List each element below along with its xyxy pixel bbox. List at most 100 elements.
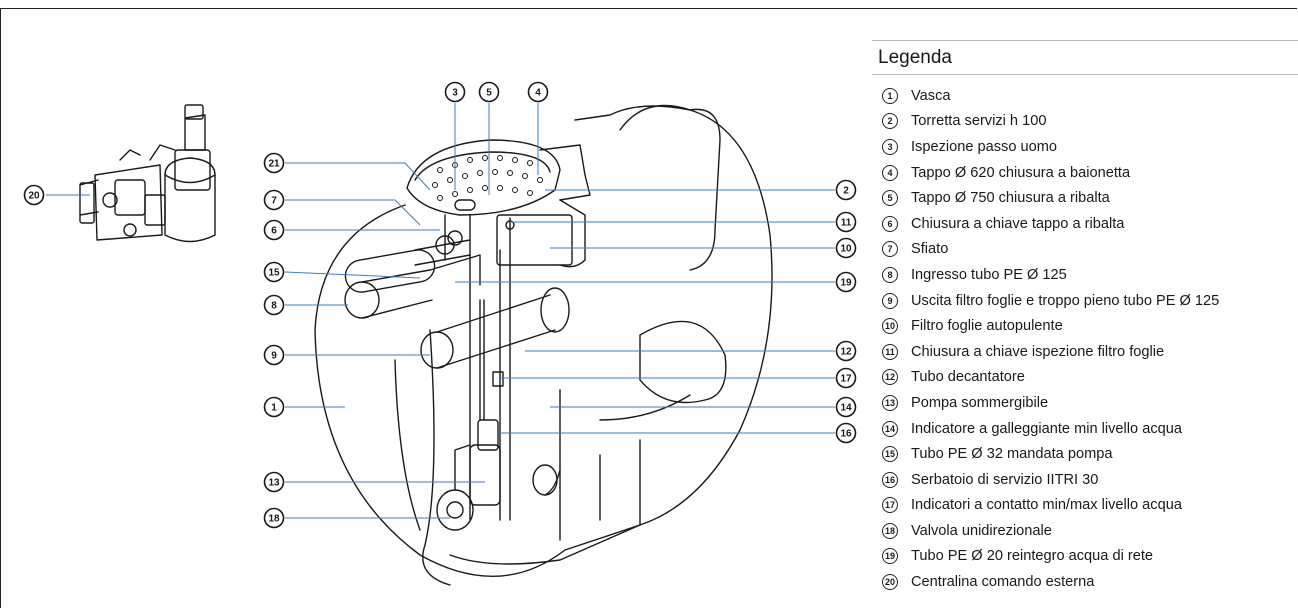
callout-1: 1	[263, 396, 285, 418]
legend-number: 6	[882, 215, 898, 232]
legend-text: Valvola unidirezionale	[911, 522, 1052, 539]
legend-number: 18	[882, 522, 898, 539]
legend-item: 16 Serbatoio di servizio IITRI 30	[872, 467, 1298, 493]
svg-text:14: 14	[840, 403, 852, 414]
callout-15: 15	[263, 261, 285, 283]
callout-12: 12	[835, 340, 857, 362]
legend-text: Indicatori a contatto min/max livello ac…	[911, 497, 1182, 514]
legend-number: 15	[882, 446, 898, 463]
legend-item: 15 Tubo PE Ø 32 mandata pompa	[872, 441, 1298, 467]
callout-21: 21	[263, 152, 285, 174]
legend-number: 10	[882, 318, 898, 335]
svg-text:16: 16	[840, 429, 852, 440]
svg-text:2: 2	[843, 186, 849, 197]
svg-text:19: 19	[840, 278, 852, 289]
callout-2: 2	[835, 179, 857, 201]
legend-text: Tubo PE Ø 20 reintegro acqua di rete	[911, 548, 1154, 565]
callout-4: 4	[527, 81, 549, 103]
legend-text: Ispezione passo uomo	[911, 138, 1058, 155]
legend-text: Serbatoio di servizio IITRI 30	[911, 471, 1099, 488]
legend-item: 9 Uscita filtro foglie e troppo pieno tub…	[872, 288, 1298, 314]
legend-text: Ingresso tubo PE Ø 125	[911, 266, 1067, 283]
callout-10: 10	[835, 237, 857, 259]
legend-number: 9	[882, 292, 898, 309]
legend-text: Tappo Ø 620 chiusura a baionetta	[911, 164, 1131, 181]
legend-number: 5	[882, 190, 898, 207]
svg-text:10: 10	[840, 244, 852, 255]
callout-8: 8	[263, 294, 285, 316]
page-frame	[0, 8, 1297, 608]
legend-text: Indicatore a galleggiante min livello ac…	[911, 420, 1182, 437]
callout-19: 19	[835, 271, 857, 293]
svg-text:13: 13	[268, 478, 280, 489]
legend-number: 2	[882, 113, 898, 130]
callout-20: 20	[23, 184, 45, 206]
svg-text:17: 17	[840, 374, 852, 385]
leader-lines	[46, 103, 835, 519]
legend-item: 19 Tubo PE Ø 20 reintegro acqua di rete	[872, 544, 1298, 570]
svg-text:11: 11	[841, 218, 852, 229]
legend-item: 8 Ingresso tubo PE Ø 125	[872, 262, 1298, 288]
svg-text:20: 20	[28, 191, 40, 202]
control-unit-drawing	[79, 104, 216, 243]
svg-text:9: 9	[271, 351, 277, 362]
legend-text: Uscita filtro foglie e troppo pieno tubo…	[911, 292, 1220, 309]
callout-7: 7	[263, 189, 285, 211]
callouts: 3 5 4 21 7 6 15 8 9 1 13 18 2 11 10 19 1…	[23, 81, 857, 529]
callout-14: 14	[835, 396, 857, 418]
legend-item: 5 Tappo Ø 750 chiusura a ribalta	[872, 185, 1298, 211]
legend-number: 16	[882, 471, 898, 488]
callout-11: 11	[835, 211, 857, 233]
pipes-drawing	[344, 230, 570, 531]
legend-number: 13	[882, 394, 898, 411]
callout-9: 9	[263, 344, 285, 366]
legend-number: 4	[882, 164, 898, 181]
legend-number: 20	[882, 574, 898, 591]
tank-drawing	[314, 104, 773, 586]
callout-16: 16	[835, 422, 857, 444]
legend-text: Tubo decantatore	[911, 369, 1025, 386]
svg-text:1: 1	[271, 403, 277, 414]
legend-number: 12	[882, 369, 898, 386]
legend-number: 1	[882, 87, 898, 104]
legend-item: 4 Tappo Ø 620 chiusura a baionetta	[872, 160, 1298, 186]
legend-number: 8	[882, 266, 898, 283]
callout-5: 5	[478, 81, 500, 103]
svg-text:12: 12	[840, 347, 852, 358]
legend-item: 12 Tubo decantatore	[872, 365, 1298, 391]
legend-number: 17	[882, 497, 898, 514]
svg-text:15: 15	[268, 268, 280, 279]
svg-text:6: 6	[271, 226, 277, 237]
callout-6: 6	[263, 219, 285, 241]
legend-text: Tubo PE Ø 32 mandata pompa	[911, 446, 1113, 463]
legend-number: 11	[882, 343, 898, 360]
tower-drawing	[406, 139, 591, 521]
legend-text: Filtro foglie autopulente	[911, 318, 1063, 335]
legend-item: 14 Indicatore a galleggiante min livello …	[872, 416, 1298, 442]
legend-text: Sfiato	[911, 241, 949, 258]
svg-text:8: 8	[271, 301, 277, 312]
callout-18: 18	[263, 507, 285, 529]
svg-text:7: 7	[271, 196, 277, 207]
legend-number: 3	[882, 138, 898, 155]
legend-title: Legenda	[872, 40, 1298, 75]
legend-text: Torretta servizi h 100	[911, 113, 1047, 130]
legend-item: 17 Indicatori a contatto min/max livello …	[872, 493, 1298, 519]
svg-text:21: 21	[268, 159, 280, 170]
legend-number: 14	[882, 420, 898, 437]
legend-number: 19	[882, 548, 898, 565]
legend-text: Tappo Ø 750 chiusura a ribalta	[911, 190, 1110, 207]
svg-text:5: 5	[486, 88, 492, 99]
callout-17: 17	[835, 367, 857, 389]
tank-diagram: 3 5 4 21 7 6 15 8 9 1 13 18 2 11 10 19 1…	[23, 81, 857, 586]
legend-item: 18 Valvola unidirezionale	[872, 518, 1298, 544]
callout-13: 13	[263, 471, 285, 493]
svg-text:4: 4	[535, 88, 541, 99]
